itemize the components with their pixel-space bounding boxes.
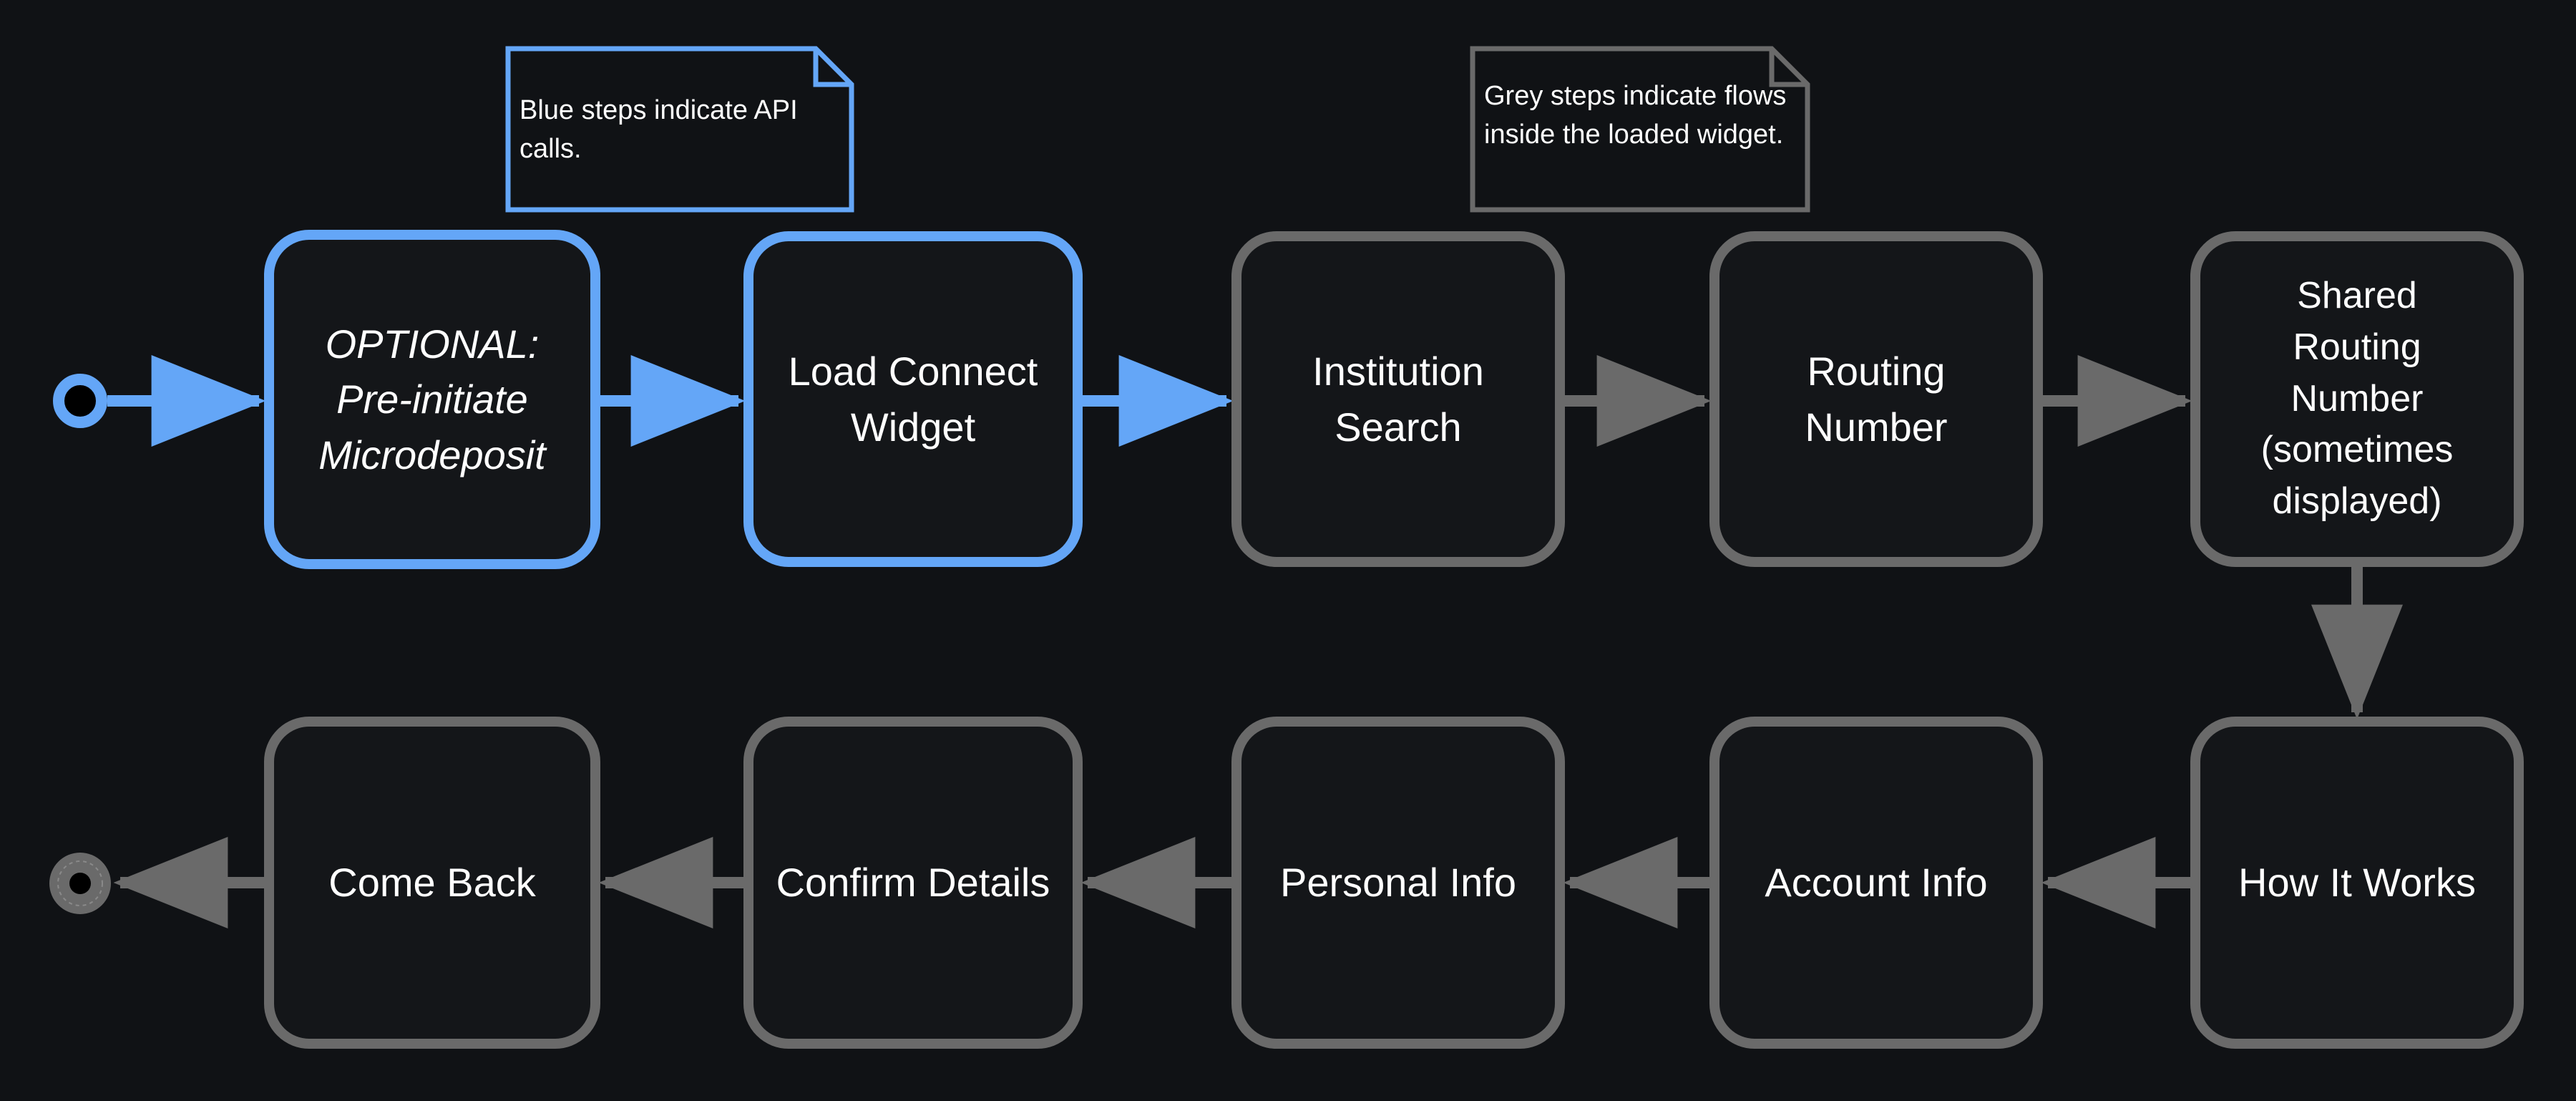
node-box-personal-info[interactable] <box>1231 717 1565 1049</box>
node-box-load-connect-widget[interactable] <box>743 231 1083 567</box>
note-shape-blue <box>505 46 854 213</box>
node-box-institution-search[interactable] <box>1231 231 1565 567</box>
note-fold-blue-icon <box>813 49 852 87</box>
edge-layer <box>107 355 2403 928</box>
end-circle-dot-icon <box>69 873 91 894</box>
note-fold-grey-icon <box>1769 49 1807 87</box>
node-box-confirm-details[interactable] <box>743 717 1083 1049</box>
note-text-blue: Blue steps indicate API calls. <box>519 95 798 164</box>
node-box-how-it-works[interactable] <box>2190 717 2524 1049</box>
start-circle-icon <box>53 374 107 428</box>
node-box-come-back[interactable] <box>264 717 600 1049</box>
end-circle-dashed-ring-icon <box>57 860 103 906</box>
note-text-grey: Grey steps indicate flows inside the loa… <box>1484 81 1787 150</box>
start-node[interactable] <box>53 374 107 428</box>
node-box-account-info[interactable] <box>1709 717 2043 1049</box>
end-node[interactable] <box>49 853 111 914</box>
node-box-shared-routing-number[interactable] <box>2190 231 2524 567</box>
node-box-routing-number[interactable] <box>1709 231 2043 567</box>
node-box-pre-initiate-microdeposit[interactable] <box>264 230 600 569</box>
note-shape-grey <box>1470 46 1810 213</box>
